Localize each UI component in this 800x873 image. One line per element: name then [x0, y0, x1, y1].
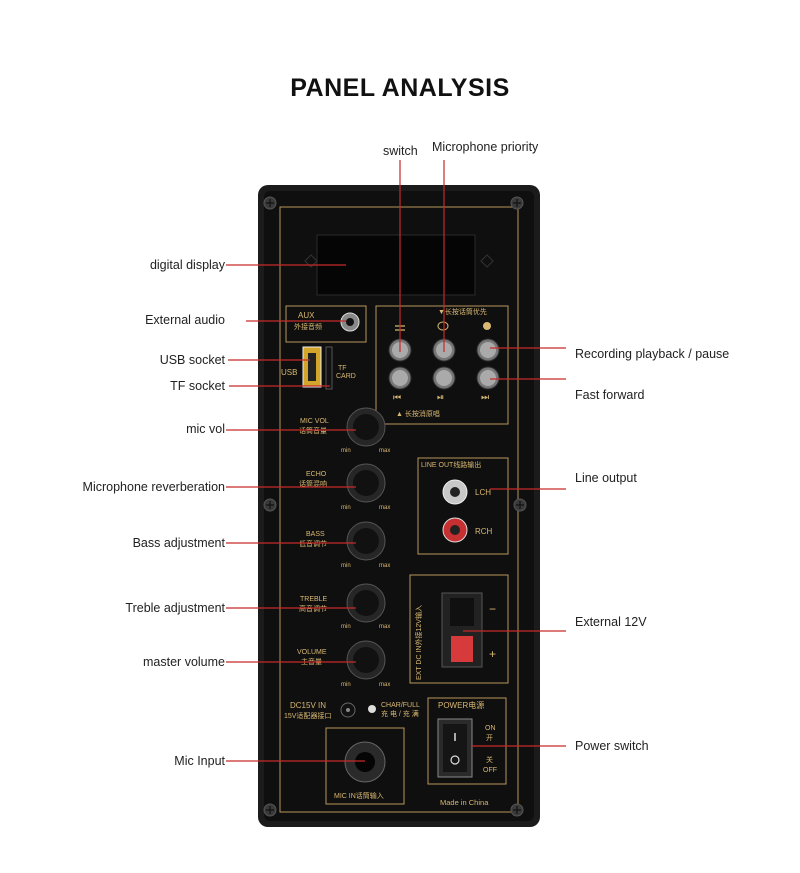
svg-text:OFF: OFF	[483, 767, 497, 774]
knob-bass: BASS 低音调节 min max	[299, 521, 390, 569]
label-bass-adjustment: Bass adjustment	[132, 536, 225, 550]
svg-text:Made in China: Made in China	[440, 798, 489, 807]
power-box	[427, 697, 507, 785]
svg-text:⏯: ⏯	[437, 392, 444, 402]
svg-text:USB: USB	[281, 368, 297, 377]
label-mic-input: Mic Input	[174, 754, 225, 768]
next-button	[476, 366, 500, 390]
page-title: PANEL ANALYSIS	[290, 74, 510, 102]
button-box	[375, 305, 509, 425]
aux-box	[285, 305, 367, 343]
svg-text:min: min	[341, 624, 351, 630]
screw-icon	[510, 803, 524, 817]
play-pause-button	[432, 366, 456, 390]
screw-icon	[263, 498, 277, 512]
svg-text:−: −	[489, 602, 496, 616]
label-tf-socket: TF socket	[170, 379, 225, 393]
screw-icon	[510, 196, 524, 210]
svg-text:开: 开	[486, 734, 493, 742]
label-external-12v: External 12V	[575, 615, 647, 629]
svg-text:MIC VOL: MIC VOL	[300, 418, 329, 425]
svg-text:max: max	[379, 563, 390, 569]
svg-text:+: +	[489, 647, 496, 661]
svg-text:DC15V IN: DC15V IN	[290, 701, 326, 710]
label-digital-display: digital display	[149, 258, 225, 272]
svg-text:话筒混响: 话筒混响	[299, 479, 327, 488]
svg-text:关: 关	[486, 755, 493, 764]
svg-text:TF: TF	[338, 365, 347, 372]
label-recording-playback: Recording playback / pause	[575, 347, 730, 361]
screw-icon	[513, 498, 527, 512]
svg-text:POWER电源: POWER电源	[438, 700, 484, 710]
knob-volume: VOLUME 主音量 min max	[297, 640, 390, 688]
svg-text:CHAR/FULL: CHAR/FULL	[381, 702, 420, 709]
tf-slot	[325, 346, 333, 390]
svg-text:MIC IN话筒输入: MIC IN话筒输入	[334, 791, 384, 800]
prev-button	[388, 366, 412, 390]
svg-text:ON: ON	[485, 725, 496, 732]
svg-text:⏮: ⏮	[393, 392, 401, 402]
screw-icon	[263, 803, 277, 817]
svg-text:LCH: LCH	[475, 488, 491, 497]
callout-lines	[226, 160, 566, 762]
svg-text:EXT DC IN外接12V输入: EXT DC IN外接12V输入	[414, 605, 423, 680]
screw-icon	[263, 196, 277, 210]
svg-text:min: min	[341, 682, 351, 688]
label-master-volume: master volume	[143, 655, 225, 669]
label-power-switch: Power switch	[575, 739, 649, 753]
line-out-box	[417, 457, 509, 555]
svg-text:max: max	[379, 624, 390, 630]
record-button	[476, 338, 500, 362]
label-mic-vol: mic vol	[186, 422, 225, 436]
label-switch: switch	[383, 144, 418, 158]
label-line-output: Line output	[575, 471, 637, 485]
label-usb-socket: USB socket	[159, 353, 225, 367]
svg-text:AUX: AUX	[298, 311, 315, 320]
label-external-audio: External audio	[145, 313, 225, 327]
ext-dc-box	[409, 574, 509, 684]
svg-text:▼长按话筒优先: ▼长按话筒优先	[438, 307, 487, 316]
svg-text:VOLUME: VOLUME	[297, 649, 327, 656]
svg-text:TREBLE: TREBLE	[300, 596, 328, 603]
svg-text:max: max	[379, 448, 390, 454]
svg-text:max: max	[379, 682, 390, 688]
svg-text:⏭: ⏭	[481, 392, 489, 402]
svg-text:RCH: RCH	[475, 527, 493, 536]
svg-text:LINE OUT线路输出: LINE OUT线路输出	[421, 460, 481, 469]
mic-in-box	[325, 727, 405, 805]
label-fast-forward: Fast forward	[575, 388, 645, 402]
svg-text:max: max	[379, 505, 390, 511]
charge-led	[368, 705, 376, 713]
svg-text:15V适配器接口: 15V适配器接口	[284, 711, 331, 720]
svg-text:min: min	[341, 505, 351, 511]
svg-text:充 电 / 充 满: 充 电 / 充 满	[381, 709, 419, 718]
svg-text:外接音频: 外接音频	[294, 322, 322, 331]
label-microphone-reverberation: Microphone reverberation	[82, 480, 225, 494]
svg-text:min: min	[341, 448, 351, 454]
svg-text:▲ 长按消原唱: ▲ 长按消原唱	[396, 409, 440, 418]
svg-text:CARD: CARD	[336, 373, 356, 380]
svg-text:min: min	[341, 563, 351, 569]
label-microphone-priority: Microphone priority	[432, 140, 539, 154]
svg-text:ECHO: ECHO	[306, 471, 327, 478]
label-treble-adjustment: Treble adjustment	[125, 601, 225, 615]
knob-echo: ECHO 话筒混响 min max	[299, 463, 390, 511]
svg-text:BASS: BASS	[306, 531, 325, 538]
